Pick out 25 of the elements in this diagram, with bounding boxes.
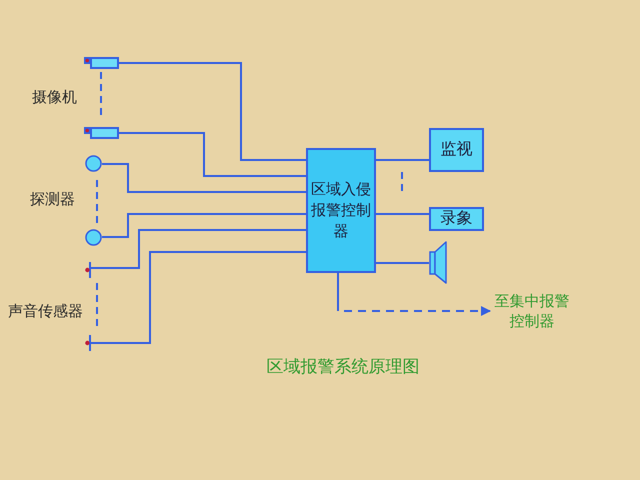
connector-line [376,213,429,215]
arrow [337,273,491,316]
connector-line [91,251,306,344]
connector-line [376,159,429,161]
circle-sensor-icon [85,229,102,246]
speaker-icon [429,241,447,284]
connector-line [119,62,306,161]
group-label: 探测器 [30,190,75,210]
camera-icon [84,127,119,139]
monitor-box: 监视 [429,128,484,172]
connector-line [102,213,306,238]
group-label: 摄像机 [32,88,77,108]
camera-icon [84,57,119,69]
group-label: 声音传感器 [8,302,83,322]
sound-sensor-icon [85,262,91,278]
connector-line [91,229,306,269]
connector-line [119,132,306,177]
controller-box: 区域入侵报警控制器 [306,148,376,273]
destination-label: 至集中报警控制器 [490,292,574,332]
circle-sensor-icon [85,155,102,172]
recorder-box: 录象 [429,207,484,231]
connector-line [102,163,306,193]
connector-line [376,262,429,264]
sound-sensor-icon [85,335,91,351]
diagram-caption: 区域报警系统原理图 [266,357,420,377]
